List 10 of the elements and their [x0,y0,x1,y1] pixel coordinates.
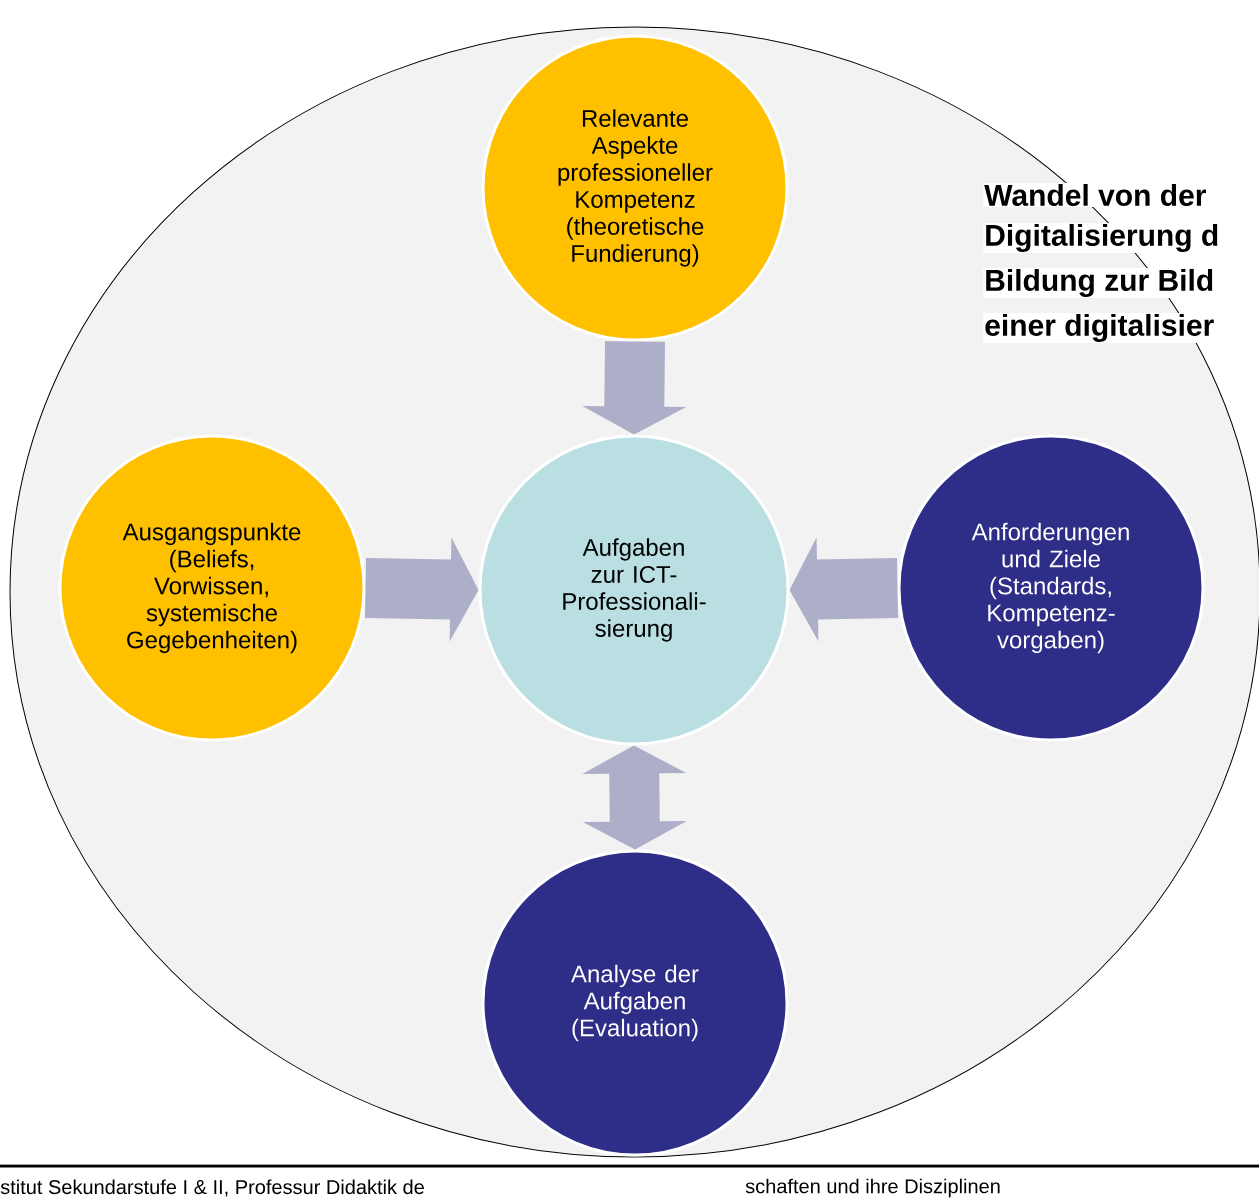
title-text: Wandel von der [983,182,1208,207]
footer-text: schaften und ihre Disziplinen [745,1178,1000,1198]
block-arrow [582,341,687,435]
block-arrow [582,745,687,850]
title-text: einer digitalisier [983,312,1216,344]
title-text: Digitalisierung d [983,222,1221,254]
footer-text: stitut Sekundarstufe I & II, Professur Didaktik de [0,1179,424,1197]
title-text: Bildung zur Bild [983,267,1216,299]
block-arrow [789,537,899,642]
block-arrow [365,537,479,642]
